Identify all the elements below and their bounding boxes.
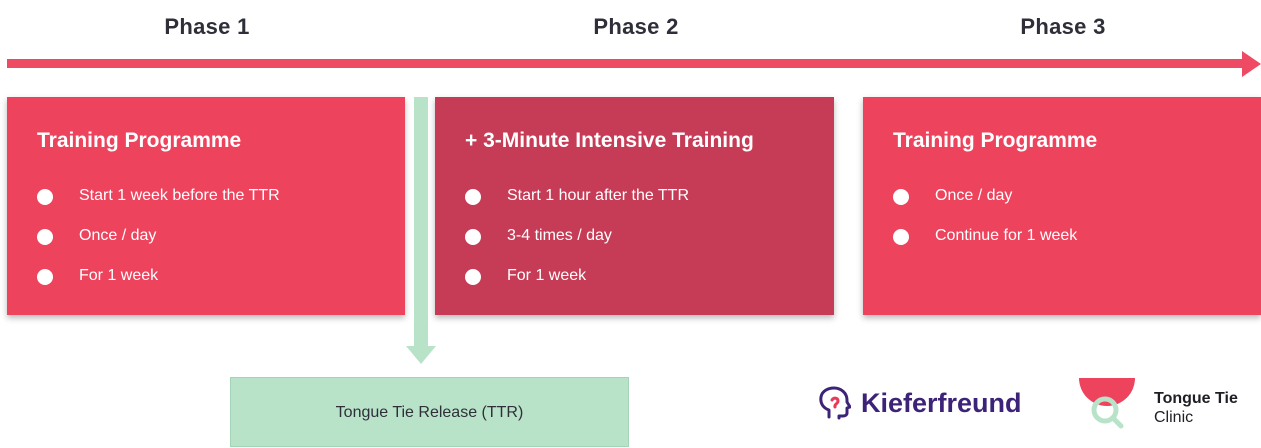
phase-1-card-title: Training Programme — [37, 129, 242, 152]
list-item-text: Once / day — [935, 187, 1013, 204]
phase-3-list: Once / day Continue for 1 week — [893, 187, 1077, 267]
phase-1-card: Training Programme Start 1 week before t… — [7, 97, 405, 315]
list-item-text: For 1 week — [79, 267, 159, 284]
list-item: Start 1 hour after the TTR — [465, 187, 689, 227]
list-item-text: Start 1 hour after the TTR — [507, 187, 690, 204]
timeline-arrowhead-icon — [1242, 51, 1261, 77]
list-item-text: Start 1 week before the TTR — [79, 187, 280, 204]
bullet-icon — [465, 269, 481, 285]
list-item: Once / day — [37, 227, 280, 267]
list-item: Continue for 1 week — [893, 227, 1077, 267]
kieferfreund-wordmark: Kieferfreund — [861, 388, 1022, 419]
list-item-text: 3-4 times / day — [507, 227, 612, 244]
bullet-icon — [465, 229, 481, 245]
head-profile-icon — [819, 386, 851, 420]
tongue-tie-clinic-line2: Clinic — [1154, 409, 1194, 426]
magnifier-mouth-icon — [1079, 378, 1135, 429]
kieferfreund-part1: Kiefer — [861, 387, 938, 418]
bullet-icon — [893, 189, 909, 205]
phase-2-list: Start 1 hour after the TTR 3-4 times / d… — [465, 187, 689, 307]
tongue-tie-clinic-wordmark: Tongue Tie Clinic — [1154, 389, 1238, 427]
kieferfreund-part2: freund — [937, 387, 1022, 418]
list-item-text: Once / day — [79, 227, 157, 244]
phase-3-card: Training Programme Once / day Continue f… — [863, 97, 1261, 315]
phase-1-list: Start 1 week before the TTR Once / day F… — [37, 187, 280, 307]
timeline-bar — [7, 59, 1247, 68]
bullet-icon — [893, 229, 909, 245]
list-item: Once / day — [893, 187, 1077, 227]
phase-2-label: Phase 2 — [593, 14, 679, 39]
phase-3-label: Phase 3 — [1020, 14, 1106, 39]
phase-2-card: + 3-Minute Intensive Training Start 1 ho… — [435, 97, 834, 315]
list-item-text: For 1 week — [507, 267, 587, 284]
kieferfreund-logo: Kieferfreund — [817, 378, 1022, 428]
list-item: 3-4 times / day — [465, 227, 689, 267]
bullet-icon — [37, 189, 53, 205]
tongue-tie-clinic-line1: Tongue Tie — [1154, 390, 1238, 407]
bullet-icon — [465, 189, 481, 205]
list-item: For 1 week — [37, 267, 280, 307]
phase-3-card-title: Training Programme — [893, 129, 1098, 152]
phase-2-card-title: + 3-Minute Intensive Training — [465, 129, 754, 152]
tongue-tie-clinic-logo: Tongue Tie Clinic — [1077, 374, 1238, 442]
list-item-text: Continue for 1 week — [935, 227, 1078, 244]
list-item: For 1 week — [465, 267, 689, 307]
tongue-tie-release-label: Tongue Tie Release (TTR) — [335, 404, 524, 421]
list-item: Start 1 week before the TTR — [37, 187, 280, 227]
bullet-icon — [37, 269, 53, 285]
bullet-icon — [37, 229, 53, 245]
phase-1-label: Phase 1 — [164, 14, 250, 39]
tongue-tie-release-box: Tongue Tie Release (TTR) — [230, 377, 629, 447]
release-arrow-down-icon — [406, 346, 436, 364]
release-connector-line — [414, 97, 428, 349]
